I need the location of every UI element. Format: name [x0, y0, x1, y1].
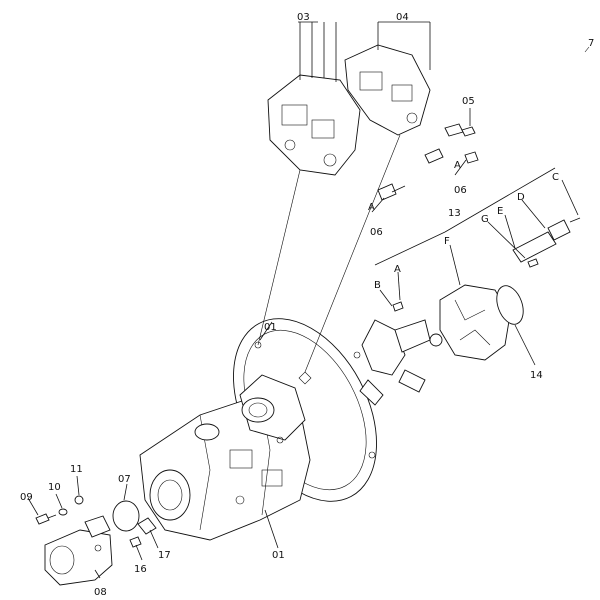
- callout-D: D: [517, 192, 525, 203]
- callout-16: 16: [134, 564, 147, 575]
- flange-14: [496, 285, 524, 325]
- bolt-E: [512, 231, 557, 263]
- callout-09: 09: [20, 492, 33, 503]
- leader-lines: [27, 21, 579, 579]
- oring-11: [74, 495, 84, 505]
- callout-11: 11: [70, 464, 83, 475]
- callout-14: 14: [530, 370, 543, 381]
- page-marker: 7: [588, 38, 594, 49]
- bolt-B: [392, 301, 404, 312]
- callout-G: G: [481, 214, 489, 225]
- pin-C: [569, 217, 581, 223]
- callout-F: F: [444, 236, 450, 247]
- callout-13: 13: [448, 208, 461, 219]
- element-F: [439, 284, 511, 361]
- gear-pump: [44, 515, 113, 586]
- callout-A2: A: [368, 202, 375, 213]
- spacer-17: [137, 517, 157, 535]
- callout-08: 08: [94, 587, 107, 598]
- coupling-hub-A: [359, 319, 443, 406]
- callout-06a: 06: [454, 185, 467, 196]
- callout-01-top: 01: [264, 322, 277, 333]
- callout-05: 05: [462, 96, 475, 107]
- oring-07: [112, 500, 140, 532]
- assembly-lines: [257, 134, 401, 373]
- callout-10: 10: [48, 482, 61, 493]
- callout-C: C: [552, 172, 559, 183]
- screw-G: [527, 258, 539, 268]
- callout-01: 01: [272, 550, 285, 561]
- callout-E: E: [497, 206, 503, 217]
- callout-07: 07: [118, 474, 131, 485]
- callout-17: 17: [158, 550, 171, 561]
- callout-A3: A: [394, 264, 401, 275]
- callout-B: B: [374, 280, 381, 291]
- regulator-03: [267, 55, 361, 176]
- bolt-16: [129, 536, 142, 548]
- washer-10: [58, 508, 68, 516]
- callout-03: 03: [297, 12, 310, 23]
- fittings-05-06: [377, 123, 479, 201]
- callout-A1: A: [454, 160, 461, 171]
- piece-D: [547, 219, 571, 241]
- valve-block-04: [344, 30, 431, 136]
- page-marker-stroke: [584, 46, 590, 53]
- main-pump-body: [139, 374, 311, 541]
- callout-06b: 06: [370, 227, 383, 238]
- callout-04: 04: [396, 12, 409, 23]
- bolt-09: [35, 513, 57, 525]
